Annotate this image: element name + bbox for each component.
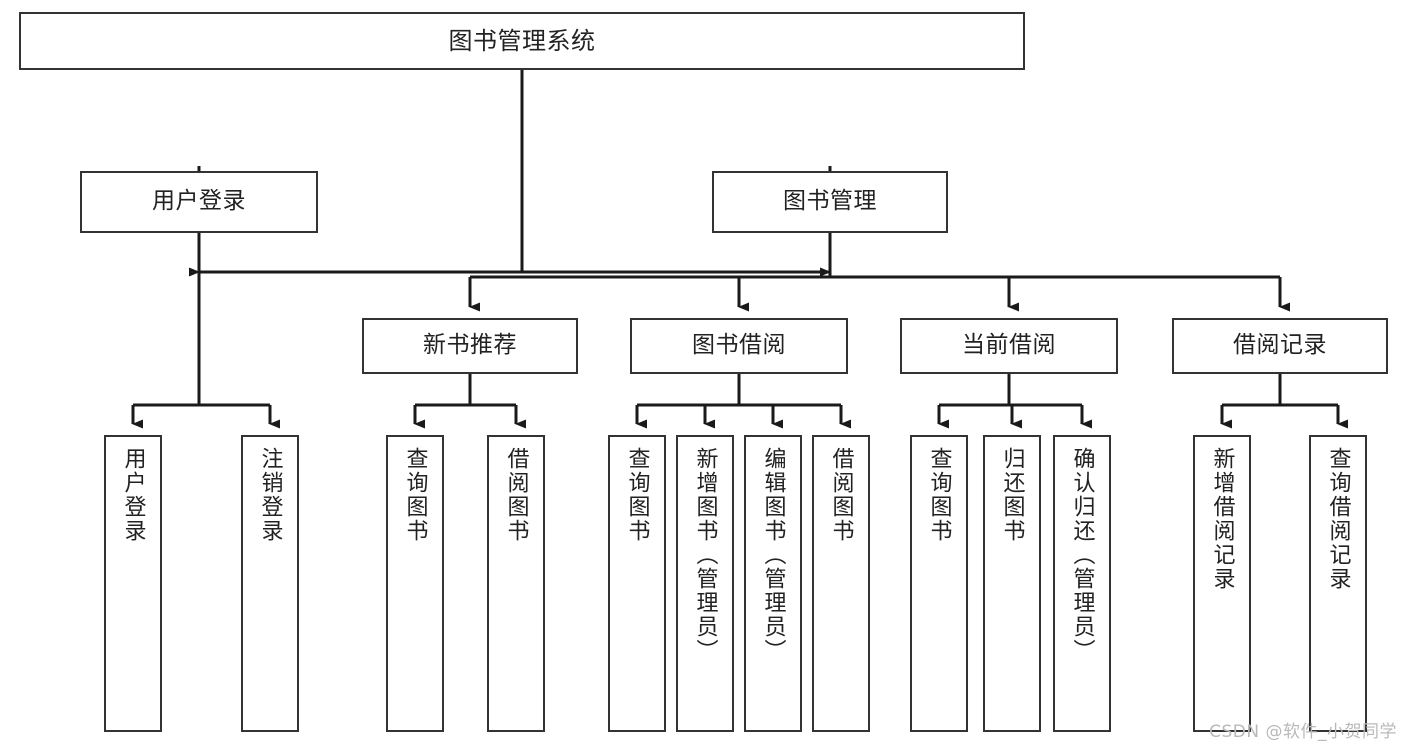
node-leaf-add-record[interactable]: 新增借阅记录 — [1193, 435, 1251, 732]
node-leaf-confirm-return[interactable]: 确认归还（管理员） — [1053, 435, 1111, 732]
node-leaf-add-book-label: 新增图书（管理员） — [692, 447, 718, 663]
node-leaf-logout[interactable]: 注销登录 — [241, 435, 299, 732]
node-current-borrow[interactable]: 当前借阅 — [900, 318, 1118, 374]
node-user-login[interactable]: 用户登录 — [80, 171, 318, 233]
node-leaf-query-book-1[interactable]: 查询图书 — [386, 435, 444, 732]
node-leaf-query-book-1-label: 查询图书 — [402, 447, 428, 543]
node-leaf-borrow-book-2-label: 借阅图书 — [828, 447, 854, 543]
node-leaf-query-book-3-label: 查询图书 — [926, 447, 952, 543]
watermark: CSDN @软件_小贺同学 — [1209, 722, 1397, 742]
node-new-book-recommend-label: 新书推荐 — [423, 332, 517, 359]
node-leaf-query-book-2[interactable]: 查询图书 — [608, 435, 666, 732]
node-leaf-add-book[interactable]: 新增图书（管理员） — [676, 435, 734, 732]
node-user-login-label: 用户登录 — [152, 188, 246, 215]
node-leaf-borrow-book-1[interactable]: 借阅图书 — [487, 435, 545, 732]
node-root-label: 图书管理系统 — [448, 26, 596, 55]
node-leaf-borrow-book-1-label: 借阅图书 — [503, 447, 529, 543]
node-leaf-user-login-label: 用户登录 — [120, 447, 146, 543]
node-borrow-record[interactable]: 借阅记录 — [1172, 318, 1388, 374]
node-current-borrow-label: 当前借阅 — [962, 332, 1056, 359]
node-book-manage[interactable]: 图书管理 — [712, 171, 948, 233]
node-book-borrow-label: 图书借阅 — [692, 332, 786, 359]
node-leaf-edit-book-label: 编辑图书（管理员） — [760, 447, 786, 663]
node-book-manage-label: 图书管理 — [783, 188, 877, 215]
node-leaf-query-book-3[interactable]: 查询图书 — [910, 435, 968, 732]
node-leaf-edit-book[interactable]: 编辑图书（管理员） — [744, 435, 802, 732]
node-leaf-borrow-book-2[interactable]: 借阅图书 — [812, 435, 870, 732]
node-leaf-logout-label: 注销登录 — [257, 447, 283, 543]
node-book-borrow[interactable]: 图书借阅 — [630, 318, 848, 374]
node-borrow-record-label: 借阅记录 — [1233, 332, 1327, 359]
node-leaf-query-record[interactable]: 查询借阅记录 — [1309, 435, 1367, 732]
node-root[interactable]: 图书管理系统 — [19, 12, 1025, 70]
node-new-book-recommend[interactable]: 新书推荐 — [362, 318, 578, 374]
node-leaf-confirm-return-label: 确认归还（管理员） — [1069, 447, 1095, 663]
node-leaf-query-book-2-label: 查询图书 — [624, 447, 650, 543]
node-leaf-return-book[interactable]: 归还图书 — [983, 435, 1041, 732]
node-leaf-query-record-label: 查询借阅记录 — [1325, 447, 1351, 591]
node-leaf-return-book-label: 归还图书 — [999, 447, 1025, 543]
node-leaf-add-record-label: 新增借阅记录 — [1209, 447, 1235, 591]
node-leaf-user-login[interactable]: 用户登录 — [104, 435, 162, 732]
